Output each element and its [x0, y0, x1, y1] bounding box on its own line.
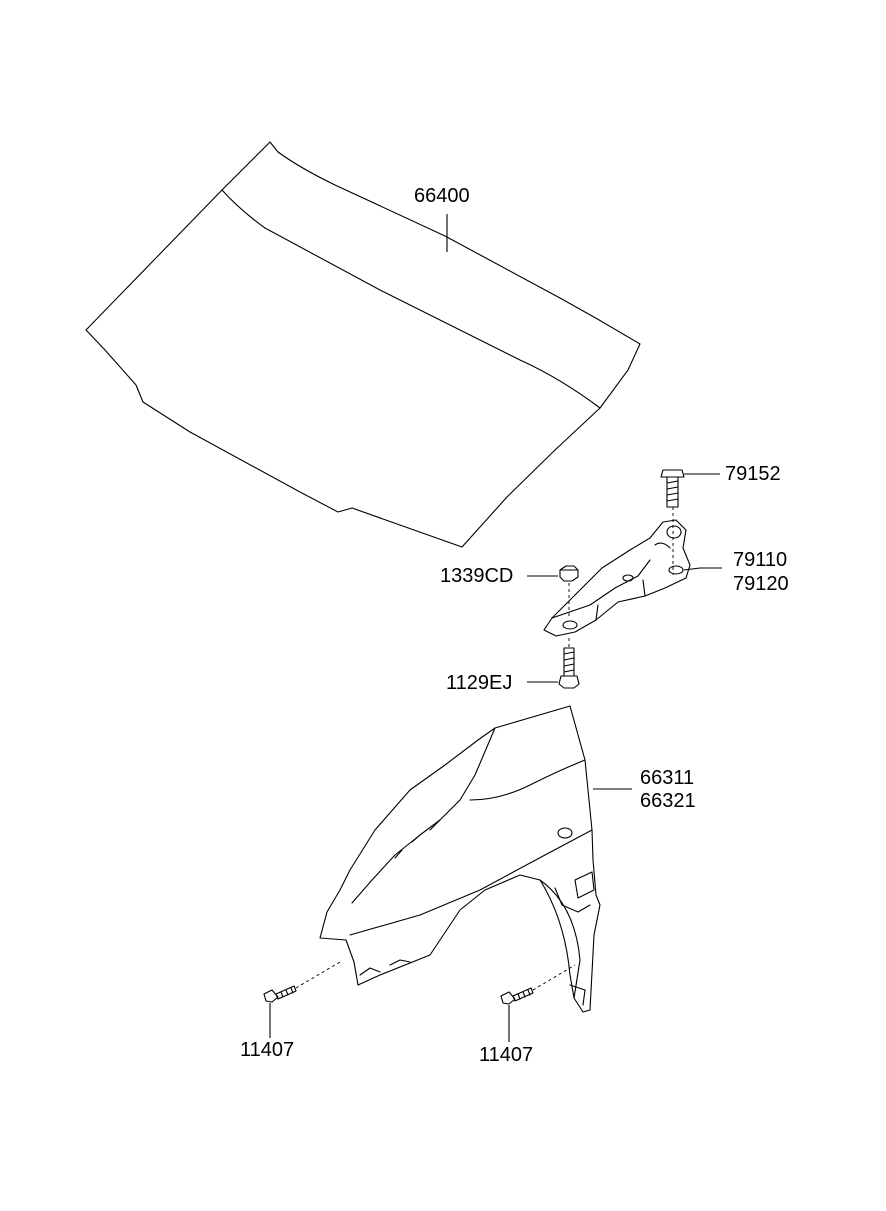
label-screw-right: 11407 — [479, 1044, 534, 1066]
label-screw-left: 11407 — [240, 1039, 295, 1061]
screw-left-axis — [295, 961, 341, 989]
screw-right-11407 — [500, 987, 534, 1005]
screw-left-11407 — [263, 985, 297, 1003]
hinge-bolt-79152 — [660, 469, 685, 508]
label-bolt: 1129EJ — [446, 672, 513, 694]
label-hinge-bolt: 79152 — [725, 463, 781, 485]
label-hood: 66400 — [414, 185, 470, 207]
screw-right-axis — [532, 964, 576, 991]
bolt-1129EJ — [558, 647, 580, 689]
hinge-leader — [683, 567, 722, 571]
hood-panel — [85, 141, 641, 548]
label-fender-a: 66311 — [640, 767, 695, 789]
nut-1339CD — [559, 565, 579, 582]
hood-hinge-assembly — [543, 519, 691, 637]
label-hinge-b: 79120 — [733, 573, 789, 595]
label-fender-b: 66321 — [640, 790, 696, 812]
label-hinge-a: 79110 — [733, 549, 788, 571]
front-fender — [319, 705, 601, 1013]
label-nut: 1339CD — [440, 565, 514, 587]
